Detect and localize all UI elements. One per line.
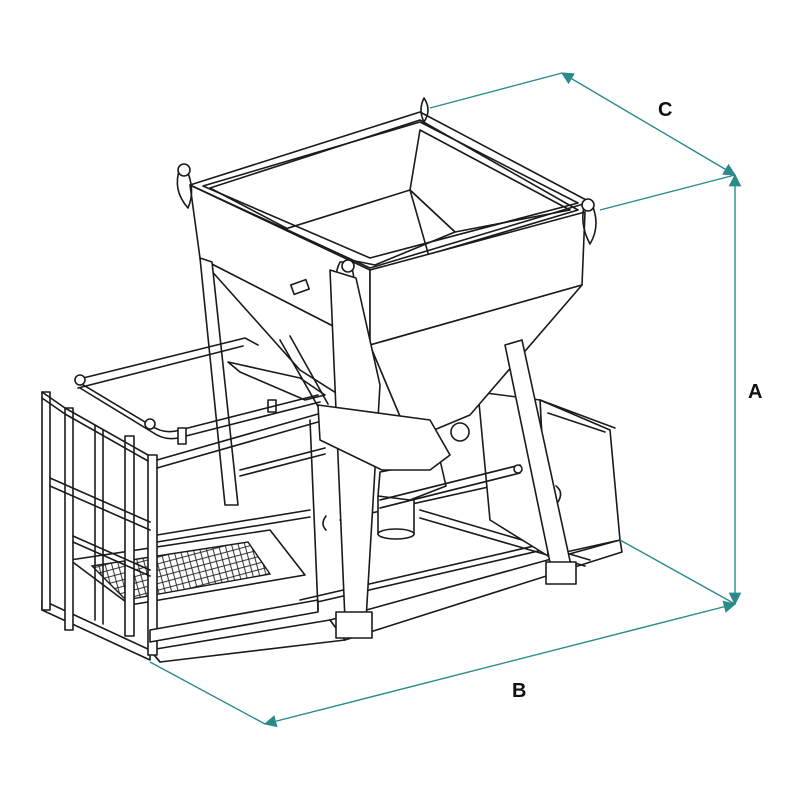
shackle-top (420, 97, 429, 123)
extension-line-bottom-left (149, 661, 266, 725)
dimension-c-label: C (658, 99, 672, 121)
dimension-lines (149, 72, 742, 728)
shackle-left (176, 163, 193, 209)
dimension-c-line (560, 72, 737, 176)
dimension-a-label: A (748, 381, 762, 403)
extension-line-bottom-right (619, 539, 736, 605)
dimension-b-label: B (512, 680, 526, 702)
shackle-right (581, 198, 597, 245)
operator-platform (41, 337, 321, 656)
dimension-b-line (263, 600, 737, 728)
extension-line-top-back (429, 72, 563, 109)
extension-line-top-right (599, 174, 736, 211)
hopper-body (189, 111, 591, 540)
discharge-mechanism (227, 335, 470, 531)
